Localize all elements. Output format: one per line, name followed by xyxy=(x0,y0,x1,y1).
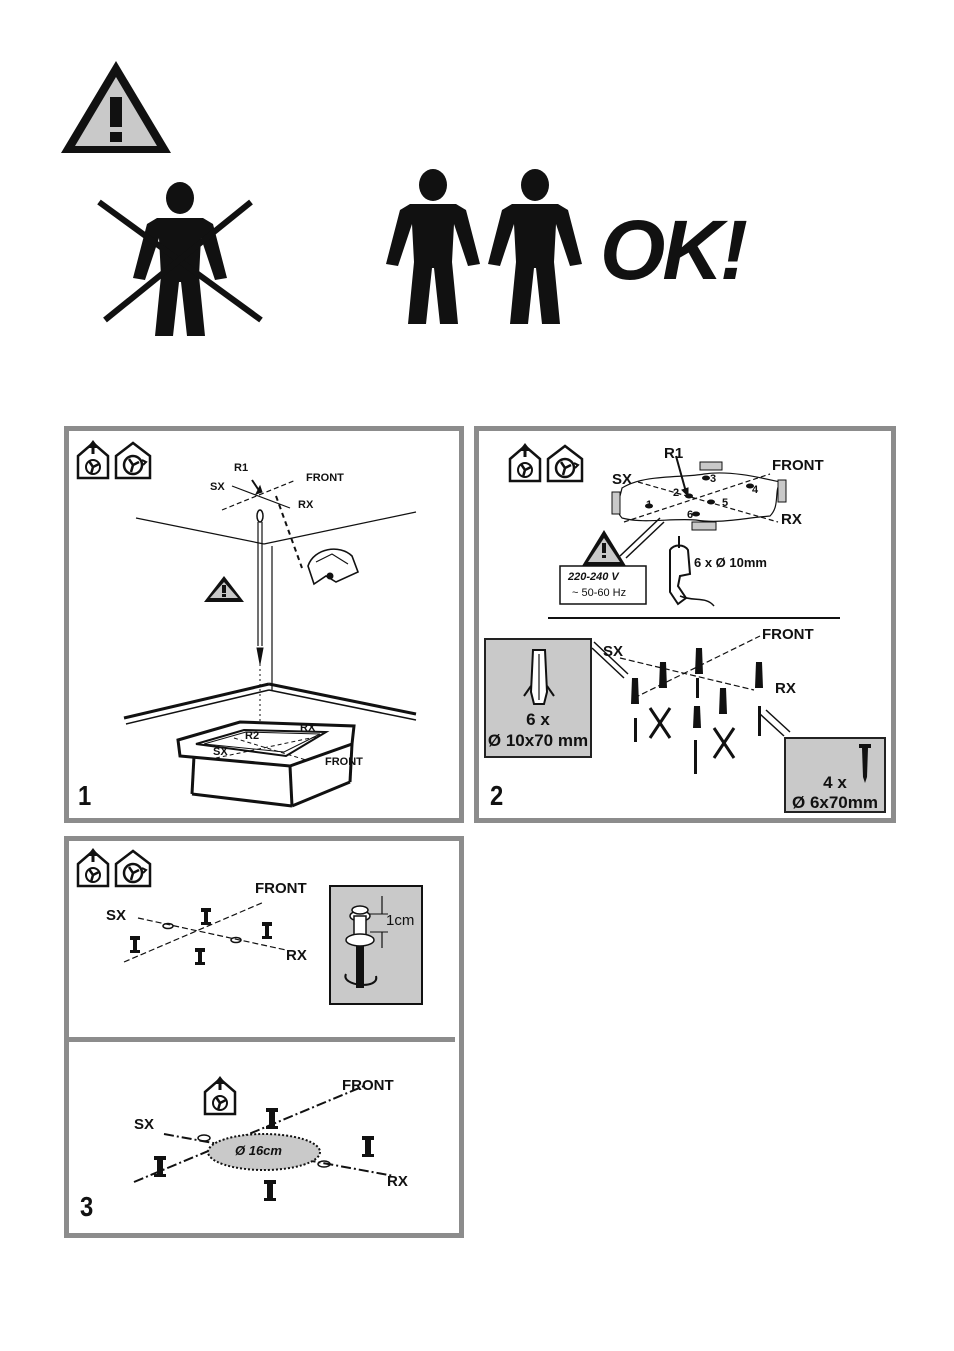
step-number-3: 3 xyxy=(80,1193,93,1221)
frequency-label: ~ 50-60 Hz xyxy=(572,588,626,599)
label-r1: R1 xyxy=(664,446,683,461)
label-rx-top: RX xyxy=(781,512,802,527)
label-front-bottom: FRONT xyxy=(342,1078,394,1093)
wall-plug-icon xyxy=(522,648,556,706)
label-rx-bottom: RX xyxy=(387,1174,408,1189)
screws-box: 4 x Ø 6x70mm xyxy=(784,737,886,813)
wall-plugs-count: 6 x xyxy=(486,710,590,730)
hole-label-4: 4 xyxy=(752,485,758,496)
wall-plugs-box: 6 x Ø 10x70 mm xyxy=(484,638,592,758)
hole-label-2: 2 xyxy=(673,488,679,499)
room-ceiling-diagram xyxy=(64,426,464,823)
hole-label-6: 6 xyxy=(687,510,693,521)
screws-count: 4 x xyxy=(786,773,884,793)
wall-plugs-size: Ø 10x70 mm xyxy=(486,731,590,751)
label-rx-top: RX xyxy=(286,948,307,963)
label-sx-top: SX xyxy=(612,472,632,487)
label-rx-bottom: RX xyxy=(300,723,315,734)
extraction-house-icon xyxy=(203,1076,237,1116)
ok-label: OK! xyxy=(600,208,745,292)
label-r2: R2 xyxy=(245,731,259,742)
two-persons-icon xyxy=(390,168,582,326)
label-sx-bottom: SX xyxy=(603,644,623,659)
single-person-crossed-icon xyxy=(95,180,265,336)
label-sx-bottom: SX xyxy=(213,747,228,758)
label-sx-bottom: SX xyxy=(134,1117,154,1132)
label-front-top: FRONT xyxy=(772,458,824,473)
label-rx-bottom: RX xyxy=(775,681,796,696)
step-number-1: 1 xyxy=(78,782,91,810)
hole-label-3: 3 xyxy=(710,474,716,485)
warning-triangle-icon xyxy=(58,57,174,157)
label-front-bottom: FRONT xyxy=(762,627,814,642)
screws-size: Ø 6x70mm xyxy=(786,793,884,813)
label-front-bottom: FRONT xyxy=(325,757,363,768)
label-rx-top: RX xyxy=(298,500,313,511)
label-sx-top: SX xyxy=(106,908,126,923)
warning-triangle-small-icon xyxy=(204,576,244,602)
drill-size-label: 6 x Ø 10mm xyxy=(694,556,767,569)
gap-label: 1cm xyxy=(386,913,414,928)
label-front-top: FRONT xyxy=(255,881,307,896)
step-number-2: 2 xyxy=(490,782,503,810)
diameter-label: Ø 16cm xyxy=(235,1144,282,1157)
label-sx-top: SX xyxy=(210,482,225,493)
voltage-label: 220-240 V xyxy=(568,572,619,583)
label-r1: R1 xyxy=(234,463,248,474)
hole-label-5: 5 xyxy=(722,498,728,509)
label-front-top: FRONT xyxy=(306,473,344,484)
hole-label-1: 1 xyxy=(646,500,652,511)
